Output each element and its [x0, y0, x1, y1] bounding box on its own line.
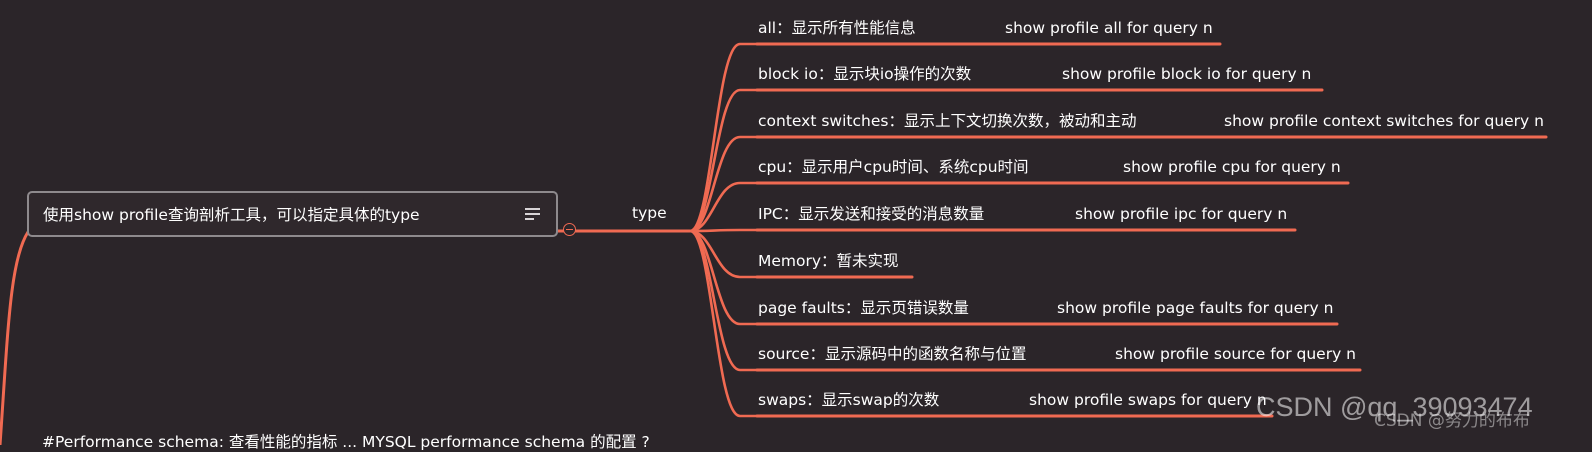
- branch-lines: [0, 42, 1548, 445]
- leaf-connector-7: [688, 229, 759, 372]
- leaf-label-4[interactable]: IPC：显示发送和接受的消息数量: [758, 205, 984, 223]
- leaf-label-3[interactable]: cpu：显示用户cpu时间、系统cpu时间: [758, 158, 1029, 176]
- leaf-labels: all：显示所有性能信息 show profile all for query n…: [758, 19, 1544, 409]
- leaf-command-7[interactable]: show profile source for query n: [1115, 345, 1356, 363]
- leaf-command-3[interactable]: show profile cpu for query n: [1123, 158, 1341, 176]
- root-node[interactable]: 使用show profile查询剖析工具，可以指定具体的type: [27, 191, 558, 237]
- leaf-label-0[interactable]: all：显示所有性能信息: [758, 19, 916, 37]
- leaf-connector-1: [688, 88, 759, 233]
- root-node-label: 使用show profile查询剖析工具，可以指定具体的type: [43, 206, 420, 224]
- bottom-partial-node: #Performance schema: 查看性能的指标 ... MYSQL p…: [42, 433, 650, 451]
- type-node[interactable]: type: [632, 204, 667, 222]
- leaf-command-2[interactable]: show profile context switches for query …: [1224, 112, 1544, 130]
- leaf-label-7[interactable]: source：显示源码中的函数名称与位置: [758, 345, 1026, 363]
- leaf-label-5[interactable]: Memory：暂未实现: [758, 252, 899, 270]
- leaf-label-1[interactable]: block io：显示块io操作的次数: [758, 65, 972, 83]
- leaf-label-8[interactable]: swaps：显示swap的次数: [758, 391, 940, 409]
- leaf-command-8[interactable]: show profile swaps for query n: [1029, 391, 1267, 409]
- leaf-command-0[interactable]: show profile all for query n: [1005, 19, 1213, 37]
- leaf-connector-2: [688, 135, 759, 233]
- leaf-label-2[interactable]: context switches：显示上下文切换次数，被动和主动: [758, 112, 1136, 130]
- leaf-command-6[interactable]: show profile page faults for query n: [1057, 299, 1333, 317]
- menu-lines-icon[interactable]: [525, 207, 540, 221]
- collapse-toggle-icon[interactable]: [563, 223, 576, 236]
- leaf-label-6[interactable]: page faults：显示页错误数量: [758, 299, 969, 317]
- leaf-connector-4: [688, 228, 759, 233]
- leaf-command-4[interactable]: show profile ipc for query n: [1075, 205, 1287, 223]
- watermark-small: CSDN @努力的布布: [1374, 411, 1530, 431]
- leaf-connector-8: [688, 229, 759, 418]
- parent-branch-line: [0, 230, 30, 445]
- leaf-connector-3: [688, 181, 759, 233]
- watermark-large: CSDN @qq_39093474: [1256, 392, 1533, 422]
- leaf-command-1[interactable]: show profile block io for query n: [1062, 65, 1311, 83]
